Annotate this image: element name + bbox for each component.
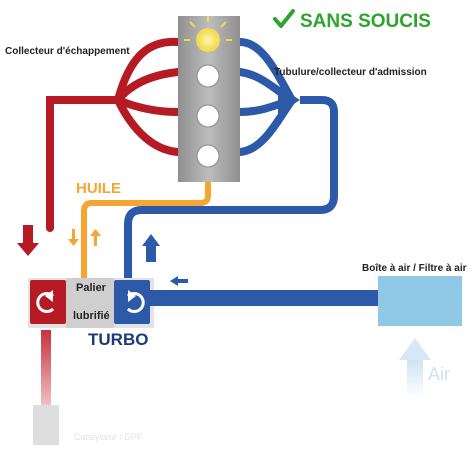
intake-manifold-label: Tubulure/collecteur d'admission [274, 67, 427, 78]
page-title: SANS SOUCIS [300, 11, 431, 32]
exhaust-manifold-label: Collecteur d'échappement [5, 46, 130, 57]
oil-flow-arrows [68, 229, 101, 246]
downpipe [41, 330, 51, 410]
cylinder-3 [196, 104, 220, 128]
check-icon [273, 9, 295, 28]
cylinder-4 [196, 144, 220, 168]
intake-pipe [124, 96, 338, 282]
airbox-label: Boîte à air / Filtre à air [362, 263, 467, 274]
airbox [378, 276, 462, 326]
cylinder-2 [196, 64, 220, 88]
catalyst-box [33, 405, 59, 445]
turbo-label: TURBO [88, 330, 148, 349]
watermark: Catalyseur / DPF [74, 432, 143, 442]
engine-block [178, 16, 240, 182]
bearing-label-line2: lubrifié [73, 310, 110, 322]
oil-label: HUILE [76, 180, 121, 197]
air-flow-left-arrow [170, 276, 188, 286]
exhaust-flow-down-arrow [17, 225, 39, 256]
air-inlet-pipe [150, 290, 380, 306]
intake-arrowhead [278, 86, 300, 114]
oil-line [81, 182, 211, 280]
bearing-label-line1: Palier [76, 282, 107, 294]
cylinder-1 [196, 28, 220, 52]
exhaust-manifold [46, 37, 182, 232]
air-label: Air [428, 364, 450, 384]
compressor-rotation-icon [126, 290, 145, 313]
spark-icon [184, 16, 232, 41]
air-up-arrow [399, 338, 431, 398]
turbo-unit [28, 278, 154, 328]
intake-flow-up-arrow [142, 234, 160, 262]
turbine-rotation-icon [36, 290, 55, 313]
